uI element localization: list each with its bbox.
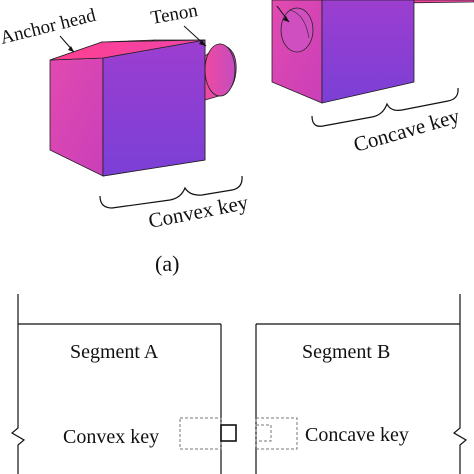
concave-key-side-face <box>321 0 415 104</box>
panel-b <box>10 294 468 474</box>
caption-a: (a) <box>155 251 179 276</box>
segment-a-label: Segment A <box>70 341 159 363</box>
convex-key-side-face-edge <box>102 39 206 177</box>
convex-key-label: Convex key <box>146 190 250 233</box>
segment-b-break-line <box>452 294 468 474</box>
concave-key-label: Concave key <box>351 104 463 157</box>
convex-key-brace <box>99 175 243 209</box>
concave-key-brace <box>311 87 459 127</box>
concave-key-socket <box>255 424 272 442</box>
tenon-cylinder <box>204 43 237 101</box>
convex-key-dashed-outline <box>179 417 222 450</box>
tenon-label: Tenon <box>149 0 200 29</box>
concave-key-label-b: Concave key <box>305 424 409 446</box>
concave-key-block <box>271 0 474 104</box>
convex-key-block <box>49 39 206 177</box>
convex-key-label-b: Convex key <box>63 426 159 448</box>
convex-key-front-face <box>49 57 104 177</box>
concave-key-hole <box>280 7 314 53</box>
concave-key-dashed-outline <box>255 417 298 450</box>
segment-a-break-line <box>10 294 26 474</box>
anchor-head-label: Anchor head <box>0 5 98 49</box>
segment-b-label: Segment B <box>302 341 390 363</box>
convex-key-tenon <box>220 424 237 442</box>
